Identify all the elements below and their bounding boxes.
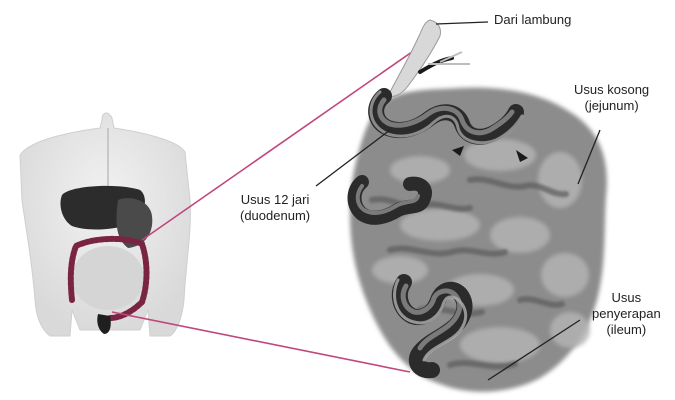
small-intestine-enlarged	[350, 20, 607, 392]
label-usus-penyerapan-line3: (ileum)	[592, 322, 661, 338]
label-usus-penyerapan-line1: Usus	[592, 290, 661, 306]
small-intestine-mini	[72, 246, 144, 310]
label-dari-lambung: Dari lambung	[494, 12, 571, 28]
label-usus-kosong: Usus kosong (jejunum)	[574, 82, 649, 114]
label-usus-12-jari-line1: Usus 12 jari	[240, 192, 310, 208]
rectum	[97, 314, 111, 334]
connector-lower	[112, 312, 410, 372]
leader-dari-lambung	[436, 22, 488, 24]
label-usus-kosong-line2: (jejunum)	[574, 98, 649, 114]
label-usus-12-jari: Usus 12 jari (duodenum)	[240, 192, 310, 224]
label-usus-penyerapan: Usus penyerapan (ileum)	[592, 290, 661, 338]
stomach-outlet	[388, 20, 441, 97]
label-usus-penyerapan-line2: penyerapan	[592, 306, 661, 322]
label-usus-12-jari-line2: (duodenum)	[240, 208, 310, 224]
label-usus-kosong-line1: Usus kosong	[574, 82, 649, 98]
label-dari-lambung-text: Dari lambung	[494, 12, 571, 28]
